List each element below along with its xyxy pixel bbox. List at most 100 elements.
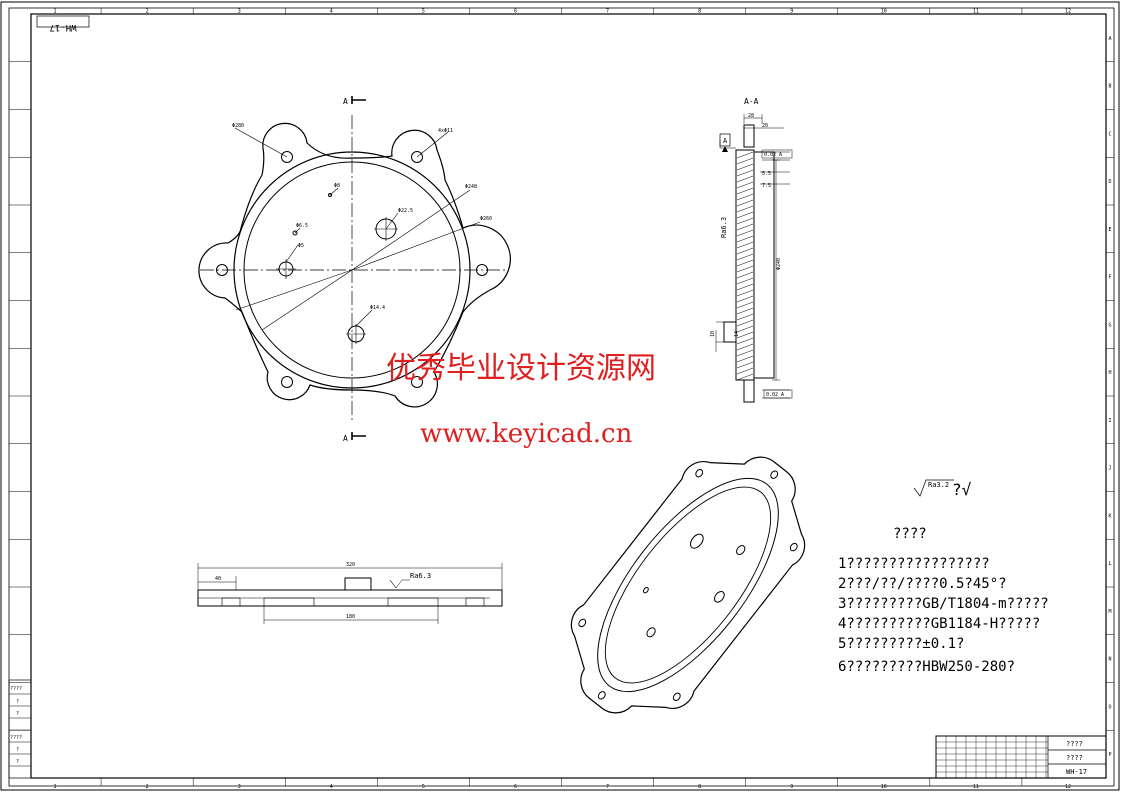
sec-roughness: Ra6.3	[720, 217, 728, 238]
note-line-5: 5?????????±0.1?	[838, 636, 964, 652]
sec-tol-frame	[761, 149, 793, 159]
datum-label: A	[723, 137, 728, 145]
zone-row-label: H	[1108, 370, 1111, 376]
section-title: A-A	[744, 97, 759, 106]
svg-text:10: 10	[710, 331, 716, 337]
svg-text:0.02 A: 0.02 A	[766, 392, 784, 398]
svg-text:Φ14.4: Φ14.4	[370, 305, 385, 311]
svg-text:40: 40	[215, 576, 221, 582]
title-block-name: ????	[1066, 740, 1083, 748]
rotated-drawing-no-text: WH-17	[49, 22, 76, 32]
section-mark-bottom: A	[343, 432, 366, 443]
zone-col-label: 4	[330, 784, 333, 790]
zone-row-label: B	[1108, 84, 1111, 90]
section-wall	[735, 149, 755, 381]
plan-dimension-labels: Φ280 4xΦ11 Φ8 Φ6.5 Φ5 Φ22.5 Φ14.4 Φ248 Φ…	[232, 123, 492, 311]
zone-col-label: 11	[973, 784, 979, 790]
zone-row-label: K	[1108, 513, 1111, 519]
svg-text:4xΦ11: 4xΦ11	[438, 128, 453, 134]
hole-small	[328, 193, 332, 197]
section-hatching	[736, 151, 754, 381]
svg-text:Φ5: Φ5	[298, 243, 304, 249]
zone-row-label: F	[1108, 275, 1111, 281]
zone-col-label: 9	[790, 784, 793, 790]
watermark-line-2: www.keyicad.cn	[420, 419, 633, 449]
zone-row-label: C	[1108, 131, 1111, 137]
note-line-6: 6?????????HBW250-280?	[838, 659, 1015, 675]
zone-row-label: I	[1108, 418, 1111, 424]
roughness-general: Ra3.2 ?√	[913, 479, 972, 499]
plan-view	[198, 115, 511, 420]
title-block-drawing-no: WH-17	[1066, 768, 1087, 776]
svg-text:7.5: 7.5	[762, 183, 771, 189]
lug-hole-5	[281, 376, 293, 388]
svg-text:A: A	[343, 434, 348, 443]
zone-row-label: G	[1108, 322, 1111, 328]
zone-row-label: E	[1108, 227, 1111, 233]
title-block-material: ????	[1066, 754, 1083, 762]
svg-text:A: A	[343, 97, 348, 106]
section-mark-top: A	[343, 96, 366, 106]
zone-row-label: M	[1108, 609, 1111, 615]
note-line-2: 2???/??/????0.5?45°?	[838, 576, 1007, 592]
datum-triangle	[722, 146, 728, 152]
side-roughness: Ra6.3	[410, 572, 431, 580]
svg-text:Φ240: Φ240	[776, 258, 782, 270]
note-line-1: 1?????????????????	[838, 556, 990, 572]
svg-text:?: ?	[16, 747, 19, 753]
svg-text:?√: ?√	[952, 480, 972, 499]
zone-col-label: 7	[606, 784, 609, 790]
svg-text:Φ260: Φ260	[480, 216, 492, 222]
rotated-drawing-number: WH-17	[36, 15, 90, 32]
svg-text:5.5: 5.5	[762, 171, 771, 177]
note-line-4: 4??????????GB1184-H?????	[838, 616, 1040, 632]
svg-text:14: 14	[734, 331, 740, 337]
isometric-view	[570, 456, 806, 714]
svg-text:Φ22.5: Φ22.5	[398, 208, 413, 214]
lug-hole-1	[281, 151, 293, 163]
zone-col-label: 2	[146, 9, 149, 15]
svg-text:Φ8: Φ8	[334, 183, 340, 189]
svg-text:Ra3.2: Ra3.2	[928, 481, 949, 489]
zone-col-label: 7	[606, 9, 609, 15]
svg-text:180: 180	[346, 614, 355, 620]
sec-flat-frame	[763, 389, 793, 399]
zone-marks: 112233445566778899101011111212ABCDEFGHIJ…	[9, 8, 1114, 790]
svg-text:?: ?	[16, 699, 19, 705]
notes-title: ????	[893, 526, 927, 542]
svg-text:320: 320	[346, 562, 355, 568]
zone-col-label: 1	[54, 9, 57, 15]
zone-col-label: 3	[238, 9, 241, 15]
zone-col-label: 3	[238, 784, 241, 790]
lug-hole-2	[411, 151, 423, 163]
iso-rim-inner	[604, 486, 772, 684]
zone-col-label: 5	[422, 9, 425, 15]
zone-col-label: 6	[514, 9, 517, 15]
zone-row-label: L	[1108, 561, 1111, 567]
zone-col-label: 10	[881, 784, 887, 790]
zone-col-label: 12	[1065, 9, 1071, 15]
hole-small-2	[292, 230, 298, 236]
flange-top	[743, 124, 755, 148]
svg-text:0.02 A: 0.02 A	[764, 152, 782, 158]
svg-text:20: 20	[762, 123, 768, 129]
iso-outline	[570, 456, 806, 714]
zone-row-label: O	[1108, 704, 1111, 710]
section-boss	[723, 321, 737, 343]
zone-col-label: 4	[330, 9, 333, 15]
svg-text:28: 28	[748, 113, 754, 119]
zone-col-label: 5	[422, 784, 425, 790]
zone-col-label: 9	[790, 9, 793, 15]
zone-col-label: 8	[698, 9, 701, 15]
svg-text:?: ?	[16, 759, 19, 765]
svg-text:????: ????	[10, 686, 22, 692]
svg-text:Φ6.5: Φ6.5	[296, 223, 308, 229]
plate-outer-outline	[198, 122, 511, 408]
svg-text:????: ????	[10, 735, 22, 741]
zone-row-label: J	[1108, 466, 1111, 472]
section-view: A-A A 28 20 0.02 A 5.5 7.5 Φ240 10	[710, 97, 793, 403]
title-block: ???? ???? WH-17	[935, 735, 1107, 779]
zone-row-label: D	[1108, 179, 1111, 185]
zone-col-label: 2	[146, 784, 149, 790]
